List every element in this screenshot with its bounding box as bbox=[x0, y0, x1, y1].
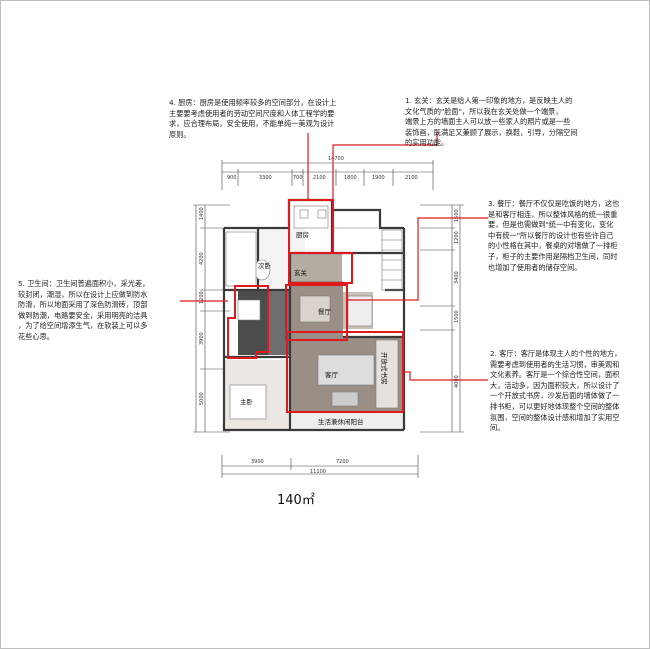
dim-top-total: 14700 bbox=[328, 156, 344, 162]
room-master-bedroom: 主卧 bbox=[240, 397, 254, 406]
bathroom-highlight bbox=[227, 285, 269, 359]
interior-details bbox=[225, 205, 403, 420]
room-living: 客厅 bbox=[325, 370, 339, 379]
dim-bottom-seg-1: 7200 bbox=[336, 459, 349, 465]
dim-left-seg-3: 3900 bbox=[199, 332, 205, 345]
room-dining: 餐厅 bbox=[318, 307, 332, 316]
dim-right-seg-2: 3400 bbox=[454, 271, 460, 284]
bottom-dimension-lines bbox=[221, 455, 419, 478]
right-dimension-labels: 1500 1200 3400 1500 4000 bbox=[454, 209, 460, 388]
note-entrance: 1. 玄关：玄关是给人第一印象的地方，是反映主人的 文化气质的"脸面"，所以我在… bbox=[405, 96, 578, 149]
dim-right-seg-1: 1200 bbox=[454, 231, 460, 244]
note-entrance-lead: 1. 玄关：玄关是给人第一印象的地方，是反映主人的 bbox=[405, 96, 573, 105]
dim-top-seg-0: 900 bbox=[227, 175, 237, 181]
note-dining: 3. 餐厅：餐厅不仅仅是吃饭的地方，这也 是和客厅相连，所以整体风格的统一很重 … bbox=[488, 199, 619, 273]
note-kitchen: 4. 厨房：厨房是使用频率较多的空间部分，在设计上 主要要考虑使用者的劳动空间尺… bbox=[169, 98, 336, 140]
dim-left-seg-2: 1200 bbox=[199, 291, 205, 304]
dining-highlight bbox=[285, 284, 348, 341]
top-dimension-lines bbox=[221, 160, 434, 190]
dim-top-seg-3: 2100 bbox=[313, 175, 326, 181]
dim-top-seg-5: 1900 bbox=[372, 175, 385, 181]
note-kitchen-lead: 4. 厨房：厨房是使用频率较多的空间部分，在设计上 bbox=[169, 98, 337, 107]
note-bathroom-lead: 5. 卫生间：卫生间普遍面积小，采光差， bbox=[18, 279, 150, 288]
left-dimension-lines bbox=[193, 204, 230, 433]
dim-top-seg-6: 2100 bbox=[405, 175, 418, 181]
note-dining-body: 是和客厅相连，所以整体风格的统一很重 要，但是也需做到"统一中有变化，变化 中有… bbox=[488, 209, 618, 272]
right-dimension-lines bbox=[420, 204, 464, 433]
room-balcony: 生活兼休闲阳台 bbox=[318, 417, 364, 426]
note-living: 2. 客厅：客厅是体现主人的个性的地方， 需要考虑到使用者的生活习惯，审美观和 … bbox=[490, 349, 621, 434]
note-living-body: 需要考虑到使用者的生活习惯，审美观和 文化素养。客厅是一个综合性空间，面积 大，… bbox=[490, 359, 620, 433]
dim-top-seg-1: 3300 bbox=[259, 175, 272, 181]
dim-left-seg-0: 1400 bbox=[199, 207, 205, 220]
room-study: 开放式书房 bbox=[380, 352, 389, 385]
note-bathroom: 5. 卫生间：卫生间普遍面积小，采光差， 较封闭，潮湿，所以在设计上应做到防水 … bbox=[18, 279, 149, 343]
leader-lines bbox=[180, 132, 488, 381]
room-entry: 玄关 bbox=[294, 268, 308, 277]
dim-left-seg-1: 4200 bbox=[199, 252, 205, 265]
left-dimension-labels: 1400 4200 1200 3900 5000 bbox=[199, 207, 205, 405]
room-second-bedroom: 次卧 bbox=[258, 261, 272, 270]
note-living-lead: 2. 客厅：客厅是体现主人的个性的地方， bbox=[490, 349, 622, 358]
note-kitchen-body: 主要要考虑使用者的劳动空间尺度和人体工程学的要 求，应合理布局，安全使用，不能单… bbox=[169, 108, 335, 139]
note-dining-lead: 3. 餐厅：餐厅不仅仅是吃饭的地方，这也 bbox=[488, 199, 620, 208]
dim-top-seg-4: 1800 bbox=[344, 175, 357, 181]
dim-bottom-total: 11100 bbox=[310, 469, 326, 475]
note-entrance-body: 文化气质的"脸面"，所以我在玄关处做一个端景， 端景上方的墙面主人可以放一些家人… bbox=[405, 106, 578, 148]
dim-right-seg-0: 1500 bbox=[454, 209, 460, 222]
dim-top-seg-2: 700 bbox=[293, 175, 303, 181]
room-kitchen: 厨房 bbox=[296, 230, 309, 239]
dim-left-seg-4: 5000 bbox=[199, 392, 205, 405]
area-label: 140㎡ bbox=[277, 493, 315, 508]
dim-right-seg-3: 1500 bbox=[454, 310, 460, 323]
dim-right-seg-4: 4000 bbox=[454, 375, 460, 388]
entry-highlight bbox=[288, 252, 353, 284]
note-bathroom-body: 较封闭，潮湿，所以在设计上应做到防水 防滑，所以地面采用了深色防滑砖，顶部 做到… bbox=[18, 289, 148, 341]
dim-bottom-seg-0: 3900 bbox=[251, 459, 264, 465]
